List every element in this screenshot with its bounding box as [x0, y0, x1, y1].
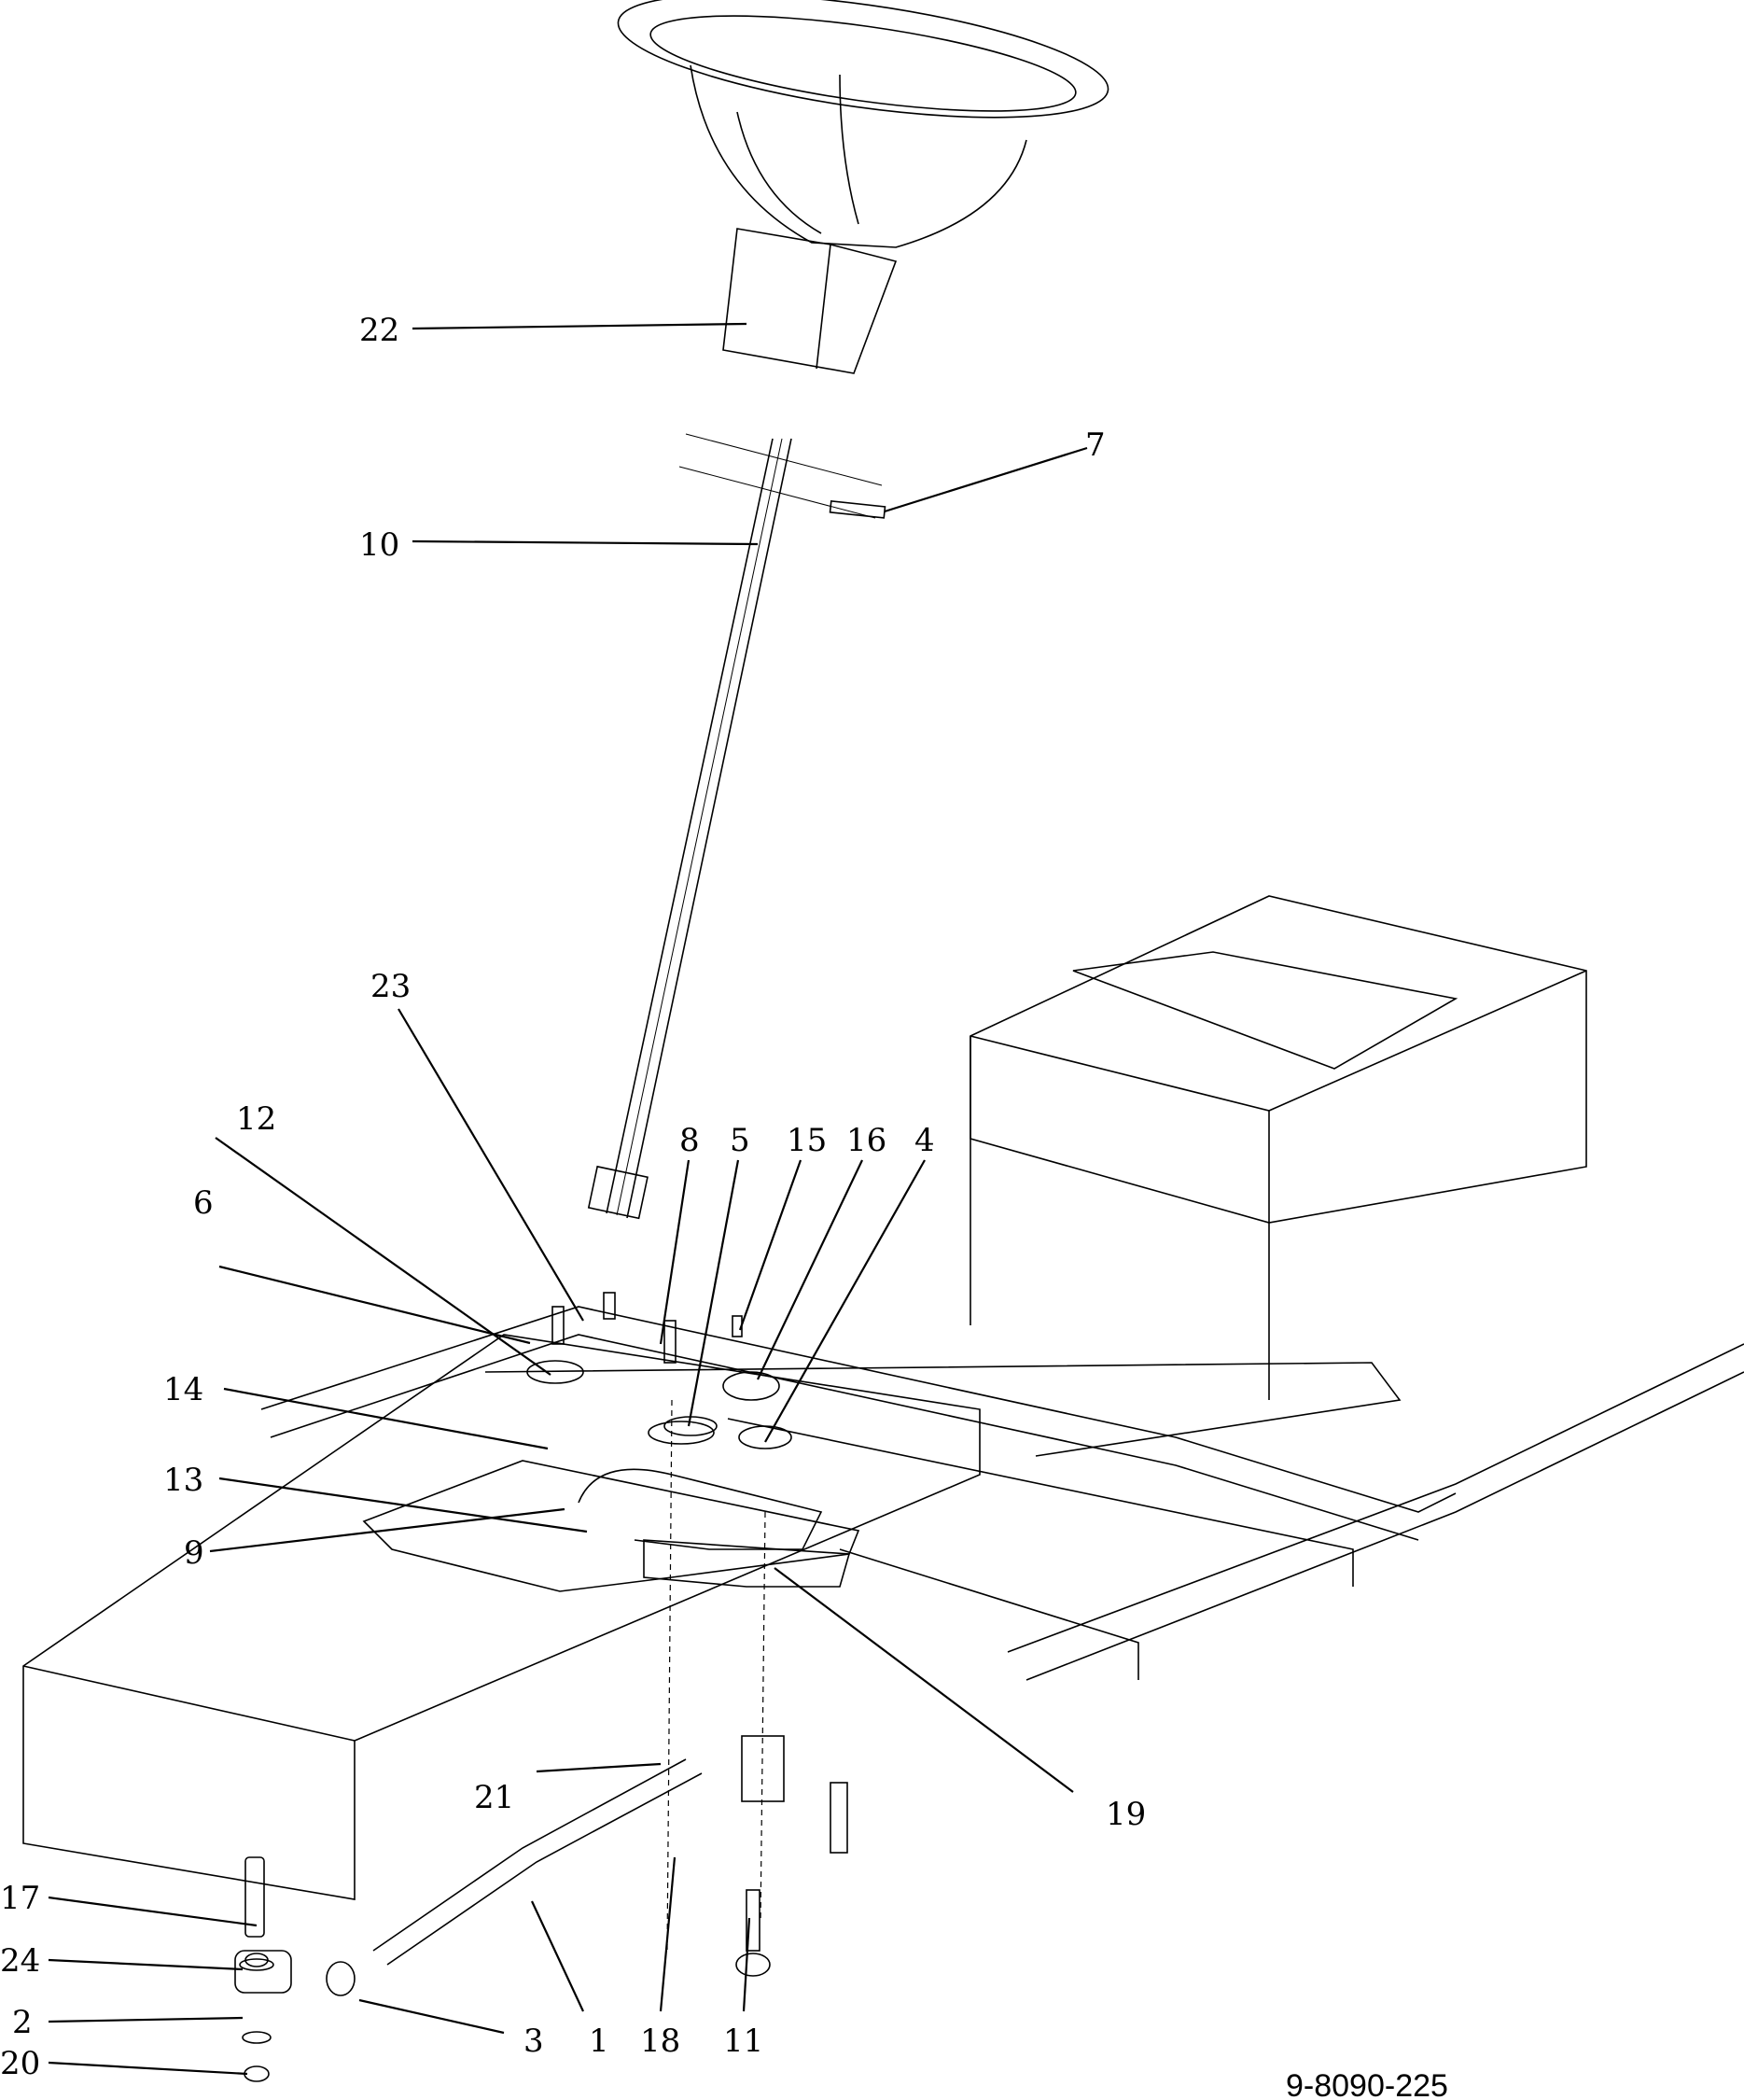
callout-2: 2 — [12, 2004, 33, 2041]
callout-17: 17 — [0, 1880, 40, 1917]
callout-18: 18 — [640, 2023, 680, 2060]
callout-13: 13 — [163, 1462, 203, 1499]
steering-wheel — [617, 0, 1109, 248]
column-sleeve — [722, 228, 898, 374]
steering-sector — [362, 1360, 860, 1592]
callout-1: 1 — [589, 2023, 609, 2060]
steering-shaft — [587, 433, 883, 1220]
callout-5: 5 — [730, 1122, 750, 1159]
callout-19: 19 — [1106, 1796, 1146, 1833]
drawing-number: 9-8090-225 — [1286, 2068, 1448, 2100]
callout-23: 23 — [370, 968, 411, 1005]
callout-10: 10 — [359, 526, 399, 564]
callout-16: 16 — [846, 1122, 886, 1159]
callout-8: 8 — [679, 1122, 700, 1159]
pin — [829, 500, 886, 519]
callout-20: 20 — [0, 2045, 40, 2082]
chassis-frame — [22, 895, 1744, 1900]
callout-4: 4 — [914, 1122, 935, 1159]
callout-24: 24 — [0, 1942, 40, 1980]
callout-6: 6 — [193, 1184, 214, 1222]
leader-lines — [48, 322, 1088, 2076]
tie-rod — [234, 1399, 766, 2082]
callout-3: 3 — [523, 2023, 544, 2060]
callout-21: 21 — [474, 1779, 514, 1816]
callouts: 22 7 10 23 12 8 5 15 16 4 6 14 13 9 19 2… — [0, 312, 1146, 2082]
fasteners — [551, 1292, 848, 1977]
callout-14: 14 — [163, 1371, 203, 1408]
callout-12: 12 — [236, 1100, 276, 1138]
callout-7: 7 — [1085, 427, 1106, 464]
callout-15: 15 — [787, 1122, 827, 1159]
callout-22: 22 — [359, 312, 399, 349]
callout-9: 9 — [184, 1534, 204, 1572]
callout-11: 11 — [723, 2023, 763, 2060]
